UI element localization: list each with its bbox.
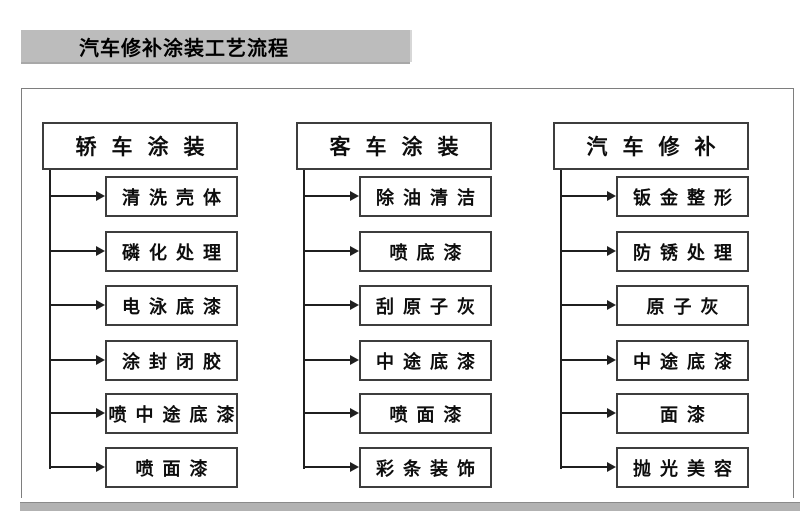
bottom-divider-bar	[20, 502, 800, 511]
flow-step-box: 中途底漆	[359, 340, 492, 381]
flow-step-box: 喷面漆	[359, 393, 492, 434]
title-bar: 汽车修补涂装工艺流程	[21, 30, 410, 62]
flow-step-box: 清洗壳体	[105, 176, 238, 217]
arrow-head	[350, 246, 359, 256]
connector-arrow	[50, 355, 105, 365]
flow-step-label: 喷面漆	[135, 458, 217, 480]
arrow-head	[607, 355, 616, 365]
flow-step-box: 喷面漆	[105, 447, 238, 488]
arrow-head	[607, 191, 616, 201]
flow-step-label: 除油清洁	[376, 187, 484, 209]
flow-step-label: 中途底漆	[376, 351, 484, 373]
outer-frame	[21, 88, 794, 498]
flow-step-label: 喷面漆	[389, 404, 471, 426]
flow-step-label: 面漆	[660, 404, 714, 426]
flow-step-box: 刮原子灰	[359, 285, 492, 326]
connector-arrow	[304, 462, 359, 472]
connector-arrow	[304, 191, 359, 201]
flow-step-label: 清洗壳体	[122, 187, 230, 209]
arrow-head	[96, 408, 105, 418]
arrow-head	[350, 300, 359, 310]
flow-step-box: 喷底漆	[359, 231, 492, 272]
flow-step-label: 中途底漆	[633, 351, 741, 373]
arrow-head	[96, 191, 105, 201]
connector-arrow	[304, 300, 359, 310]
connector-arrow	[561, 191, 616, 201]
arrow-head	[350, 462, 359, 472]
flow-header-label: 客车涂装	[329, 135, 474, 159]
flow-step-box: 中途底漆	[616, 340, 749, 381]
connector-trunk	[49, 170, 51, 469]
connector-arrow	[50, 408, 105, 418]
flow-step-label: 磷化处理	[122, 242, 230, 264]
connector-arrow	[50, 191, 105, 201]
arrow-head	[96, 246, 105, 256]
flow-step-box: 面漆	[616, 393, 749, 434]
flow-header-box: 汽车修补	[553, 122, 749, 170]
flow-step-box: 彩条装饰	[359, 447, 492, 488]
arrow-head	[607, 246, 616, 256]
flow-header-box: 轿车涂装	[42, 122, 238, 170]
arrow-head	[350, 408, 359, 418]
flow-step-label: 钣金整形	[633, 187, 741, 209]
connector-arrow	[561, 246, 616, 256]
flow-step-label: 抛光美容	[633, 458, 741, 480]
flow-header-box: 客车涂装	[296, 122, 492, 170]
connector-arrow	[561, 408, 616, 418]
flow-step-box: 防锈处理	[616, 231, 749, 272]
flow-step-box: 电泳底漆	[105, 285, 238, 326]
arrow-head	[607, 408, 616, 418]
connector-arrow	[304, 246, 359, 256]
flow-step-label: 喷中途底漆	[108, 404, 244, 426]
flow-step-box: 原子灰	[616, 285, 749, 326]
page-title: 汽车修补涂装工艺流程	[79, 35, 289, 60]
flow-step-label: 喷底漆	[389, 242, 471, 264]
arrow-head	[350, 191, 359, 201]
flow-step-label: 彩条装饰	[376, 458, 484, 480]
connector-arrow	[304, 355, 359, 365]
arrow-head	[607, 300, 616, 310]
flow-step-label: 防锈处理	[633, 242, 741, 264]
connector-arrow	[50, 462, 105, 472]
arrow-head	[96, 355, 105, 365]
flow-step-box: 喷中途底漆	[105, 393, 238, 434]
flow-step-box: 磷化处理	[105, 231, 238, 272]
arrow-head	[350, 355, 359, 365]
flow-step-label: 原子灰	[646, 296, 728, 318]
arrow-head	[96, 300, 105, 310]
flow-step-label: 电泳底漆	[122, 296, 230, 318]
arrow-head	[607, 462, 616, 472]
connector-arrow	[561, 462, 616, 472]
connector-arrow	[304, 408, 359, 418]
connector-trunk	[560, 170, 562, 469]
flow-column-repair: 汽车修补 钣金整形 防锈处理 原子灰 中途底漆 面漆 抛光美容	[553, 122, 749, 498]
flow-step-box: 涂封闭胶	[105, 340, 238, 381]
flow-step-label: 涂封闭胶	[122, 351, 230, 373]
flow-step-label: 刮原子灰	[376, 296, 484, 318]
connector-arrow	[561, 300, 616, 310]
flow-header-label: 汽车修补	[586, 135, 731, 159]
connector-trunk	[303, 170, 305, 469]
flow-step-box: 抛光美容	[616, 447, 749, 488]
connector-arrow	[561, 355, 616, 365]
flow-header-label: 轿车涂装	[75, 135, 220, 159]
arrow-head	[96, 462, 105, 472]
connector-arrow	[50, 246, 105, 256]
flow-step-box: 钣金整形	[616, 176, 749, 217]
flow-column-sedan: 轿车涂装 清洗壳体 磷化处理 电泳底漆 涂封闭胶 喷中途底漆 喷面漆	[42, 122, 238, 498]
connector-arrow	[50, 300, 105, 310]
flow-step-box: 除油清洁	[359, 176, 492, 217]
flow-column-bus: 客车涂装 除油清洁 喷底漆 刮原子灰 中途底漆 喷面漆 彩条装饰	[296, 122, 492, 498]
